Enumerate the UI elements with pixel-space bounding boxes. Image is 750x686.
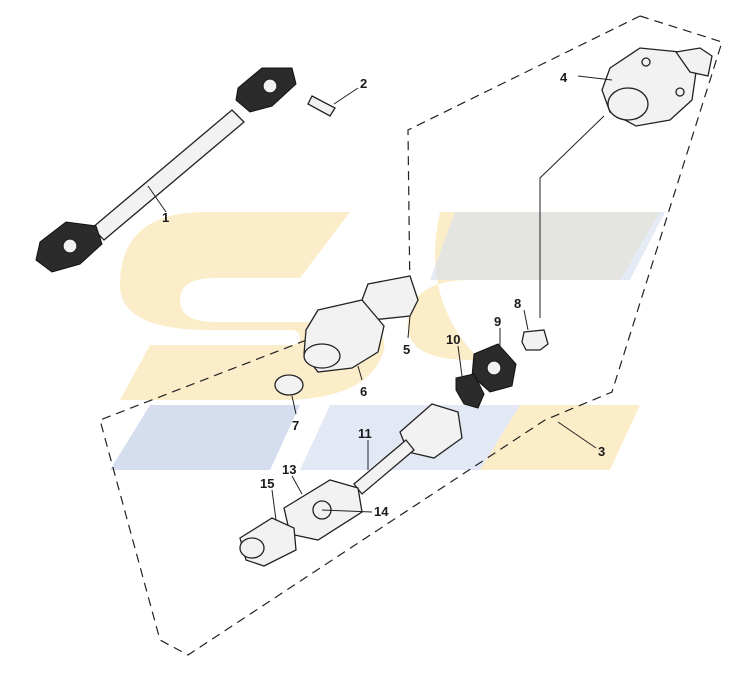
callout-11: 11 (358, 426, 372, 441)
leader-2 (333, 87, 359, 105)
flange-housing-bolt-hole-1 (641, 57, 651, 67)
rubber-boot-part (303, 299, 385, 373)
callout-1: 1 (162, 210, 169, 225)
watermark-blue-c-top (430, 212, 665, 280)
callout-6: 6 (360, 384, 367, 399)
cardan-shaft-yoke-bottom-ring (62, 238, 78, 254)
cardan-shaft-tube (91, 109, 245, 241)
flange-housing-part (601, 47, 713, 127)
callout-15: 15 (260, 476, 274, 491)
inner-shaft-rod (353, 439, 415, 495)
spider-part (471, 343, 517, 393)
callout-4: 4 (560, 70, 568, 85)
callout-13: 13 (282, 462, 296, 477)
callout-8: 8 (514, 296, 521, 311)
flange-housing-bore (607, 87, 649, 121)
leader-15 (271, 489, 277, 521)
callout-10: 10 (446, 332, 460, 347)
callout-7: 7 (292, 418, 299, 433)
leader-8 (523, 309, 529, 331)
leader-3 (557, 421, 597, 449)
leader-13 (291, 475, 303, 495)
leader-4 (577, 75, 613, 81)
leader-7 (291, 395, 297, 415)
flange-housing-spigot (674, 47, 713, 77)
retaining-ring-part (521, 329, 549, 351)
cardan-shaft-yoke-top-ring (262, 78, 278, 94)
callout-labels: 1 2 3 4 5 6 7 8 9 10 11 13 14 15 (162, 70, 605, 519)
seal-ring-part (274, 374, 304, 396)
callout-5: 5 (403, 342, 410, 357)
watermark-yellow-c-bottom (480, 405, 640, 470)
inner-shaft-assembly (239, 403, 463, 567)
spider-hub (486, 360, 502, 376)
rubber-boot-mouth (303, 343, 341, 369)
leader-1 (147, 185, 167, 213)
leader-lines (147, 75, 613, 521)
callout-14: 14 (374, 504, 389, 519)
callout-2: 2 (360, 76, 367, 91)
circlip-part (455, 373, 485, 409)
cardan-shaft-part (35, 67, 297, 273)
leader-10 (457, 345, 463, 377)
leader-6 (357, 365, 363, 381)
watermark-logo (110, 212, 665, 470)
watermark-blue-band (110, 405, 300, 470)
pin-part (307, 95, 336, 117)
inner-shaft-outer-cup-mouth (239, 537, 265, 559)
leader-4b (539, 115, 605, 318)
callout-3: 3 (598, 444, 605, 459)
leader-5 (407, 315, 411, 339)
watermark-yellow-c (407, 212, 660, 360)
callout-9: 9 (494, 314, 501, 329)
assembly-boundary-dashed (99, 15, 723, 656)
flange-housing-bolt-hole-2 (675, 87, 685, 97)
leader-14 (321, 509, 373, 513)
